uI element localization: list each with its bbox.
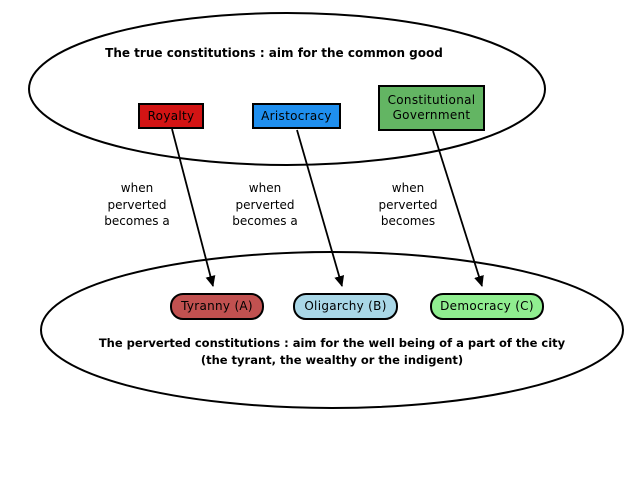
perverted-constitutions-title-line2: (the tyrant, the wealthy or the indigent… bbox=[200, 352, 464, 367]
transition-label-royalty: when perverted becomes a bbox=[104, 181, 170, 228]
oligarchy-box: Oligarchy (B) bbox=[293, 293, 398, 320]
aristocracy-box: Aristocracy bbox=[252, 103, 341, 129]
royalty-box: Royalty bbox=[138, 103, 204, 129]
democracy-box: Democracy (C) bbox=[430, 293, 544, 320]
constitutional-government-box: Constitutional Government bbox=[378, 85, 485, 131]
perverted-constitutions-title: The perverted constitutions : aim for th… bbox=[27, 335, 637, 368]
true-constitutions-title: The true constitutions : aim for the com… bbox=[105, 46, 443, 60]
perverted-constitutions-ellipse bbox=[40, 251, 624, 409]
transition-label-constitutional: when perverted becomes bbox=[378, 181, 438, 228]
transition-label-aristocracy: when perverted becomes a bbox=[232, 181, 298, 228]
perverted-constitutions-title-line1: The perverted constitutions : aim for th… bbox=[98, 336, 566, 350]
tyranny-box: Tyranny (A) bbox=[170, 293, 264, 320]
